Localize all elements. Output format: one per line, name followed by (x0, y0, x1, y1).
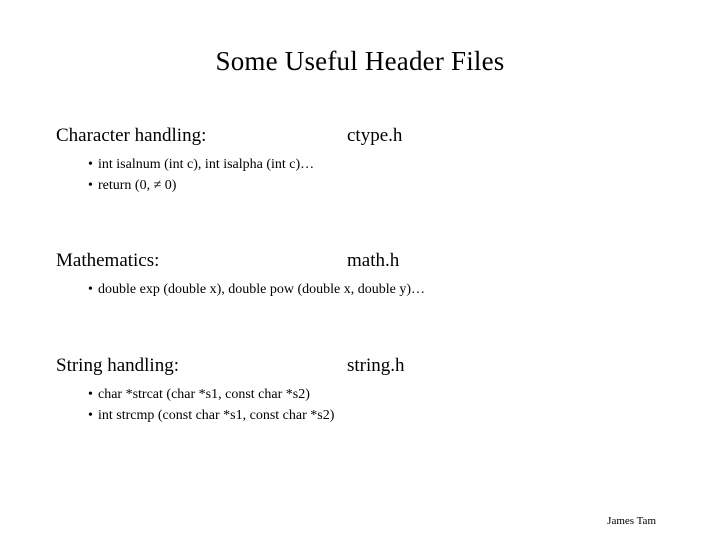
section-label: String handling: (56, 355, 179, 376)
bullet-dot-icon: • (88, 178, 93, 193)
list-item: • double exp (double x), double pow (dou… (56, 279, 676, 300)
section-heading: Mathematics: math.h (56, 249, 676, 273)
header-file-name: math.h (347, 250, 400, 271)
page-title: Some Useful Header Files (215, 46, 505, 76)
bullet-list: • double exp (double x), double pow (dou… (56, 279, 676, 300)
section-label: Mathematics: (56, 250, 160, 271)
bullet-dot-icon: • (88, 282, 93, 297)
bullet-dot-icon: • (88, 157, 93, 172)
section-heading: String handling: string.h (56, 354, 676, 378)
list-item-text: return (0, ≠ 0) (98, 178, 177, 193)
slide-footer-author: James Tam (607, 515, 656, 527)
section-label: Character handling: (56, 125, 207, 146)
list-item: • return (0, ≠ 0) (56, 175, 676, 196)
section-character-handling: Character handling: ctype.h • int isalnu… (56, 124, 676, 196)
slide-body: Character handling: ctype.h • int isalnu… (56, 124, 676, 426)
header-file-name: string.h (347, 355, 405, 376)
list-item: • char *strcat (char *s1, const char *s2… (56, 384, 676, 405)
section-string-handling: String handling: string.h • char *strcat… (56, 354, 676, 426)
header-file-name: ctype.h (347, 125, 403, 146)
list-item-text: char *strcat (char *s1, const char *s2) (98, 387, 310, 402)
bullet-list: • char *strcat (char *s1, const char *s2… (56, 384, 676, 426)
list-item-text: double exp (double x), double pow (doubl… (98, 282, 425, 297)
section-heading: Character handling: ctype.h (56, 124, 676, 148)
list-item-text: int strcmp (const char *s1, const char *… (98, 408, 335, 423)
list-item: • int isalnum (int c), int isalpha (int … (56, 154, 676, 175)
bullet-dot-icon: • (88, 408, 93, 423)
section-mathematics: Mathematics: math.h • double exp (double… (56, 249, 676, 300)
list-item: • int strcmp (const char *s1, const char… (56, 405, 676, 426)
bullet-dot-icon: • (88, 387, 93, 402)
bullet-list: • int isalnum (int c), int isalpha (int … (56, 154, 676, 196)
list-item-text: int isalnum (int c), int isalpha (int c)… (98, 157, 315, 172)
